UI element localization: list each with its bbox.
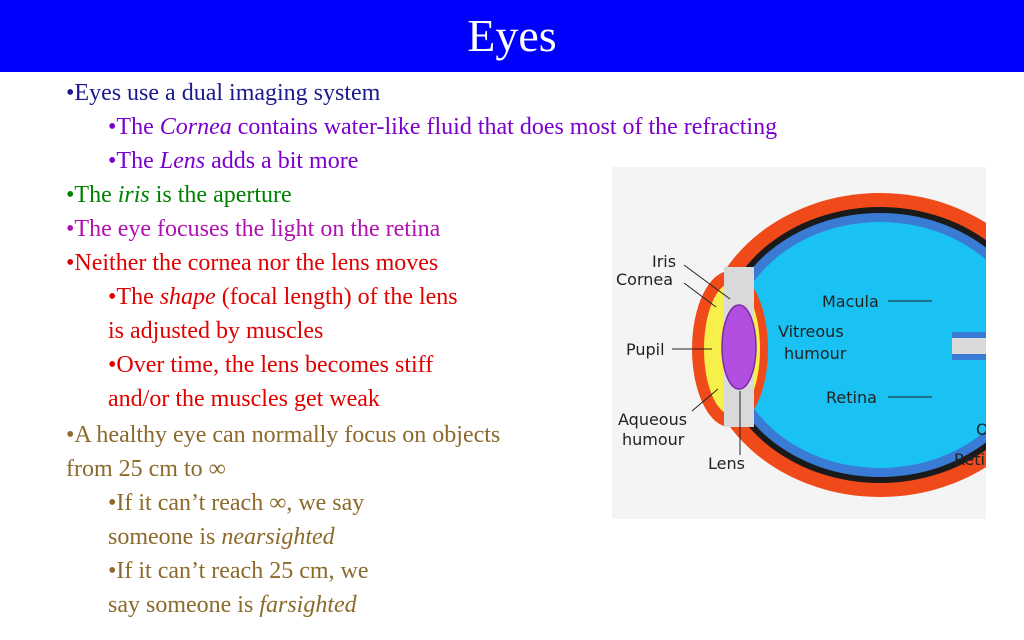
- bullet-text: •The: [108, 114, 160, 140]
- label-vitreous-2: humour: [784, 344, 847, 363]
- label-aqueous-2: humour: [622, 430, 685, 449]
- eye-diagram-svg: Iris Cornea Pupil Aqueous humour Lens Ma…: [616, 193, 986, 497]
- bullet-lens: •The Lens adds a bit more: [108, 147, 358, 175]
- bullet-text: •The: [108, 284, 160, 310]
- vitreous-shape: [733, 222, 986, 468]
- bullet-text: say someone is: [108, 592, 260, 618]
- bullet-dual-imaging: •Eyes use a dual imaging system: [66, 79, 380, 107]
- label-cornea: Cornea: [616, 270, 673, 289]
- label-aqueous-1: Aqueous: [618, 410, 687, 429]
- page-title: Eyes: [467, 10, 557, 61]
- bullet-stiff-lens-line2: and/or the muscles get weak: [108, 385, 380, 413]
- bullet-no-movement: •Neither the cornea nor the lens moves: [66, 249, 438, 277]
- bullet-text: •A healthy eye can normally focus on obj…: [66, 422, 501, 448]
- label-cut-1: O: [976, 420, 986, 439]
- bullet-stiff-lens: •Over time, the lens becomes stiff: [108, 351, 433, 379]
- bullet-text: •Over time, the lens becomes stiff: [108, 352, 434, 378]
- cornea-pointer: [683, 282, 717, 308]
- bullet-nearsighted: •If it can’t reach ∞, we say: [108, 489, 364, 517]
- emphasis-iris: iris: [117, 182, 150, 208]
- bullet-text: and/or the muscles get weak: [108, 386, 380, 412]
- emphasis-cornea: Cornea: [159, 114, 232, 140]
- label-cut-2: Reti: [954, 450, 985, 469]
- bullet-text: •If it can’t reach 25 cm, we: [108, 558, 369, 584]
- bullet-farsighted: •If it can’t reach 25 cm, we: [108, 557, 369, 585]
- bullet-text: •Eyes use a dual imaging system: [66, 80, 381, 106]
- bullet-shape: •The shape (focal length) of the lens: [108, 283, 458, 311]
- bullet-text: •Neither the cornea nor the lens moves: [66, 250, 439, 276]
- label-retina: Retina: [826, 388, 877, 407]
- label-macula: Macula: [822, 292, 879, 311]
- bullet-text: from 25 cm to ∞: [66, 456, 226, 482]
- aqueous-pointer: [691, 388, 719, 412]
- bullet-text: contains water-like fluid that does most…: [231, 114, 778, 140]
- bullet-text: •The: [108, 148, 160, 174]
- title-bar: Eyes: [0, 0, 1024, 72]
- emphasis-lens: Lens: [159, 148, 206, 174]
- bullet-text: is adjusted by muscles: [108, 318, 324, 344]
- emphasis-farsighted: farsighted: [259, 592, 357, 618]
- label-vitreous-1: Vitreous: [778, 322, 844, 341]
- label-iris: Iris: [652, 252, 676, 271]
- iris-pointer: [683, 264, 731, 300]
- eye-anatomy-diagram: Iris Cornea Pupil Aqueous humour Lens Ma…: [612, 167, 986, 519]
- bullet-text: someone is: [108, 524, 222, 550]
- bullet-text: •If it can’t reach ∞, we say: [108, 490, 365, 516]
- label-lens: Lens: [708, 454, 745, 473]
- bullet-nearsighted-line2: someone is nearsighted: [108, 523, 335, 551]
- bullet-healthy-eye-line2: from 25 cm to ∞: [66, 455, 226, 483]
- bullet-retina-focus: •The eye focuses the light on the retina: [66, 215, 440, 243]
- bullet-text: (focal length) of the lens: [215, 284, 458, 310]
- label-pupil: Pupil: [626, 340, 665, 359]
- bullet-shape-line2: is adjusted by muscles: [108, 317, 323, 345]
- bullet-healthy-eye: •A healthy eye can normally focus on obj…: [66, 421, 500, 449]
- bullet-iris: •The iris is the aperture: [66, 181, 292, 209]
- optic-nerve-core-shape: [952, 338, 986, 354]
- bullet-text: •The: [66, 182, 118, 208]
- bullet-farsighted-line2: say someone is farsighted: [108, 591, 357, 619]
- bullet-text: is the aperture: [149, 182, 292, 208]
- emphasis-shape: shape: [159, 284, 216, 310]
- emphasis-nearsighted: nearsighted: [221, 524, 335, 550]
- bullet-text: •The eye focuses the light on the retina: [66, 216, 441, 242]
- bullet-cornea: •The Cornea contains water-like fluid th…: [108, 113, 777, 141]
- lens-shape: [721, 304, 757, 390]
- bullet-text: adds a bit more: [205, 148, 359, 174]
